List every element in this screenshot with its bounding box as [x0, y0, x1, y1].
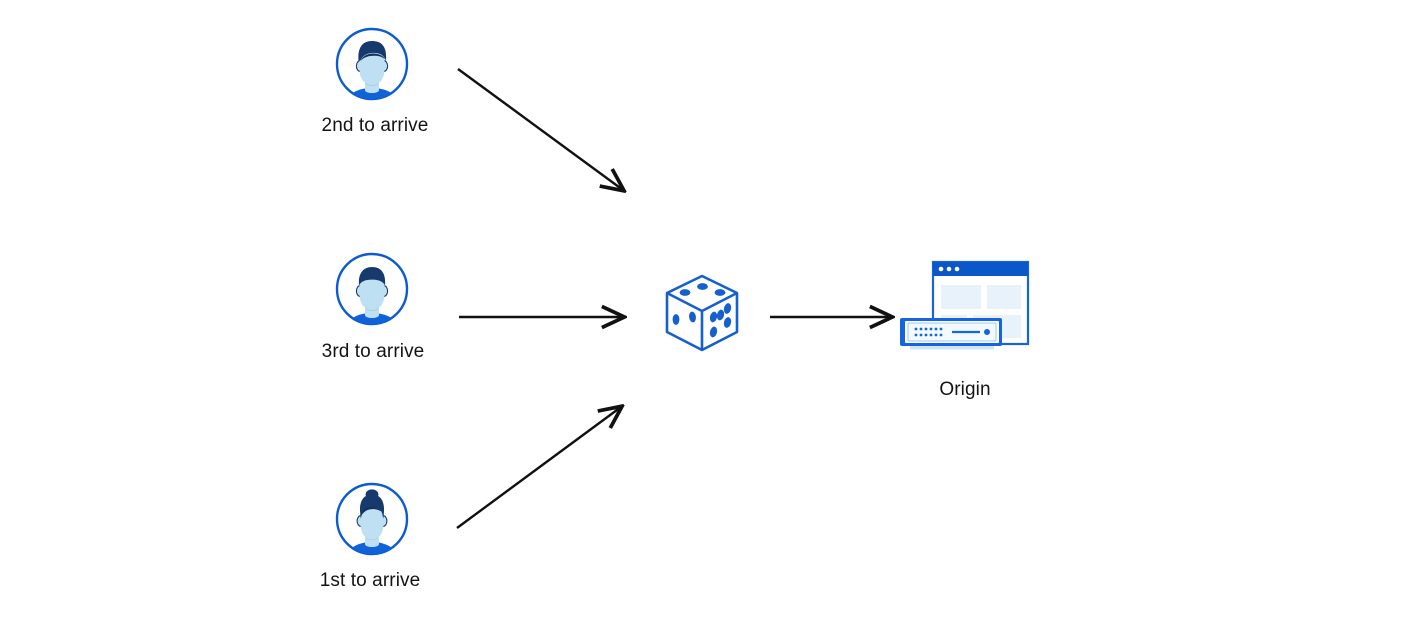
- user-avatar-icon: [334, 26, 410, 102]
- die-right-pips: [709, 303, 732, 338]
- node-label-user-2nd: 2nd to arrive: [321, 115, 429, 136]
- die-left-pips: [672, 311, 696, 325]
- user-avatar-icon: [334, 251, 410, 327]
- origin-server-icon: [896, 256, 1030, 361]
- server-box-icon: [900, 318, 1002, 350]
- node-label-user-3rd: 3rd to arrive: [321, 341, 425, 362]
- user-avatar-female-icon: [334, 481, 410, 557]
- dice-icon: [659, 270, 745, 356]
- node-label-user-1st: 1st to arrive: [319, 570, 421, 591]
- server-leds: [914, 327, 943, 337]
- die-top-pips: [679, 283, 726, 296]
- node-label-origin: Origin: [939, 379, 991, 400]
- arrow-1st-to-randomizer: [456, 407, 621, 529]
